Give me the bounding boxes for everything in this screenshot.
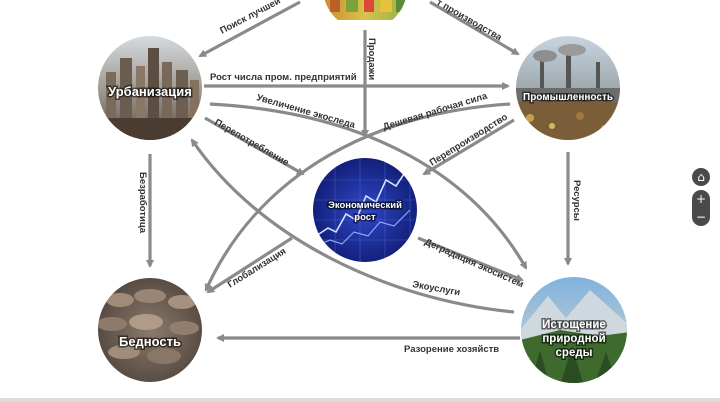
zoom-controls: ⌂ + − (692, 168, 712, 226)
zoom-in-button[interactable]: + (695, 192, 707, 206)
node-label-depletion-2: природной (542, 333, 605, 345)
node-depletion[interactable]: Истощение природной среды (520, 276, 630, 386)
label-sales: Продажи (366, 38, 377, 80)
edge-globalization (206, 236, 293, 294)
node-industry[interactable]: Промышленность (514, 34, 624, 144)
edge-cheap-labor (204, 102, 511, 292)
label-cheap-labor: Дешевая рабочая сила (382, 90, 490, 132)
edge-production-growth (429, 0, 520, 56)
home-icon[interactable]: ⌂ (692, 168, 710, 186)
edge-ecological-footprint (209, 102, 528, 270)
zoom-pill: + − (692, 190, 710, 226)
node-label-industry: Промышленность (523, 92, 613, 103)
bottom-scroll-track (0, 398, 720, 402)
node-label-growth-2: рост (354, 212, 376, 223)
label-ecoservices: Экоуслуги (411, 279, 461, 298)
node-label-growth-1: Экономический (328, 200, 402, 211)
label-production-growth: т производства (435, 0, 505, 44)
label-overconsumption: Перепотребление (213, 117, 291, 168)
label-resources: Ресурсы (571, 180, 582, 221)
label-factories-growth: Рост числа пром. предприятий (210, 72, 357, 83)
edge-ecosystem-degradation (417, 236, 524, 282)
edges (146, 0, 572, 342)
node-label-depletion-3: среды (556, 347, 593, 359)
node-urbanization[interactable]: Урбанизация (96, 34, 206, 148)
node-label-depletion-1: Истощение (542, 319, 606, 331)
edge-overconsumption (204, 116, 305, 176)
node-label-poverty: Бедность (119, 334, 181, 349)
node-label-urbanization: Урбанизация (108, 84, 192, 99)
label-farm-ruin: Разорение хозяйств (404, 344, 499, 355)
edge-overproduction (422, 118, 515, 176)
node-poverty[interactable]: Бедность (96, 276, 206, 386)
edge-search-better (198, 0, 301, 58)
node-growth[interactable]: Экономический рост (312, 158, 418, 264)
edge-ecoservices (190, 138, 515, 314)
node-top[interactable] (320, 0, 410, 20)
label-unemployment: Безработица (137, 172, 148, 234)
zoom-out-button[interactable]: − (695, 210, 707, 224)
label-globalization: Глобализация (226, 246, 288, 291)
label-overproduction: Перепроизводство (428, 111, 510, 168)
